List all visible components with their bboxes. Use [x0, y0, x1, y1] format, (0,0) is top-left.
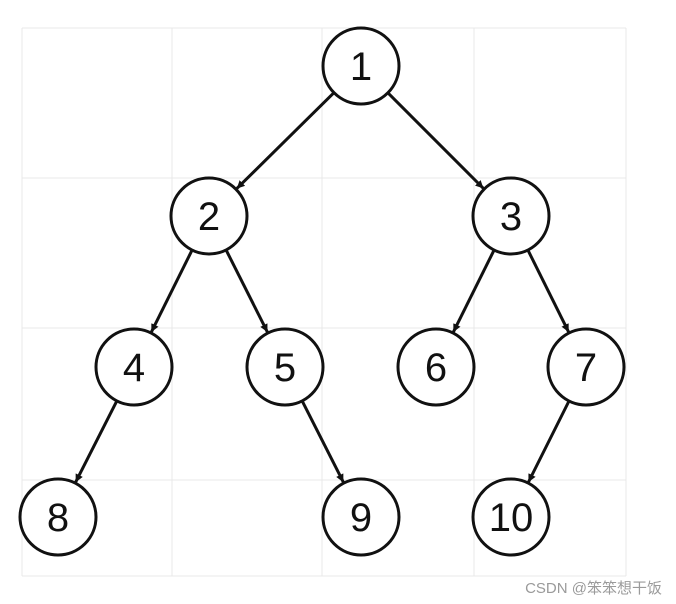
tree-node-4: 4	[94, 327, 174, 407]
node-circle	[321, 26, 401, 106]
watermark: CSDN @笨笨想干饭	[525, 580, 662, 597]
node-label: 9	[350, 496, 372, 540]
edge-n1-n2	[235, 91, 336, 190]
node-circle	[18, 477, 98, 557]
nodes: 1 2 3 4 5 6 7 8 9 10	[18, 26, 626, 557]
edges	[74, 91, 571, 483]
node-circle	[94, 327, 174, 407]
node-circle	[321, 477, 401, 557]
node-label: 2	[198, 195, 220, 239]
node-circle	[471, 176, 551, 256]
node-label: 6	[425, 346, 447, 390]
edge-n4-n8	[74, 400, 119, 483]
edge-n3-n7	[526, 249, 570, 333]
tree-node-2: 2	[169, 176, 249, 256]
tree-node-3: 3	[471, 176, 551, 256]
edge-n5-n9	[300, 400, 345, 483]
background-grid	[21, 27, 627, 577]
node-label: 8	[47, 496, 69, 540]
node-label: 5	[274, 346, 296, 390]
tree-node-8: 8	[18, 477, 98, 557]
edge-n7-n10	[527, 400, 571, 483]
node-circle	[245, 327, 325, 407]
node-circle	[396, 327, 476, 407]
node-label: 4	[123, 346, 145, 390]
node-circle	[169, 176, 249, 256]
tree-node-1: 1	[321, 26, 401, 106]
node-circle	[471, 477, 551, 557]
node-label: 1	[350, 45, 372, 89]
edge-n2-n4	[150, 249, 194, 333]
tree-node-6: 6	[396, 327, 476, 407]
edge-n1-n3	[386, 91, 485, 190]
tree-node-7: 7	[546, 327, 626, 407]
node-circle	[546, 327, 626, 407]
edge-n2-n5	[224, 249, 269, 333]
node-label: 3	[500, 195, 522, 239]
node-label: 10	[489, 496, 534, 540]
tree-node-10: 10	[471, 477, 551, 557]
tree-node-9: 9	[321, 477, 401, 557]
node-label: 7	[575, 346, 597, 390]
tree-node-5: 5	[245, 327, 325, 407]
edge-n3-n6	[452, 249, 496, 333]
